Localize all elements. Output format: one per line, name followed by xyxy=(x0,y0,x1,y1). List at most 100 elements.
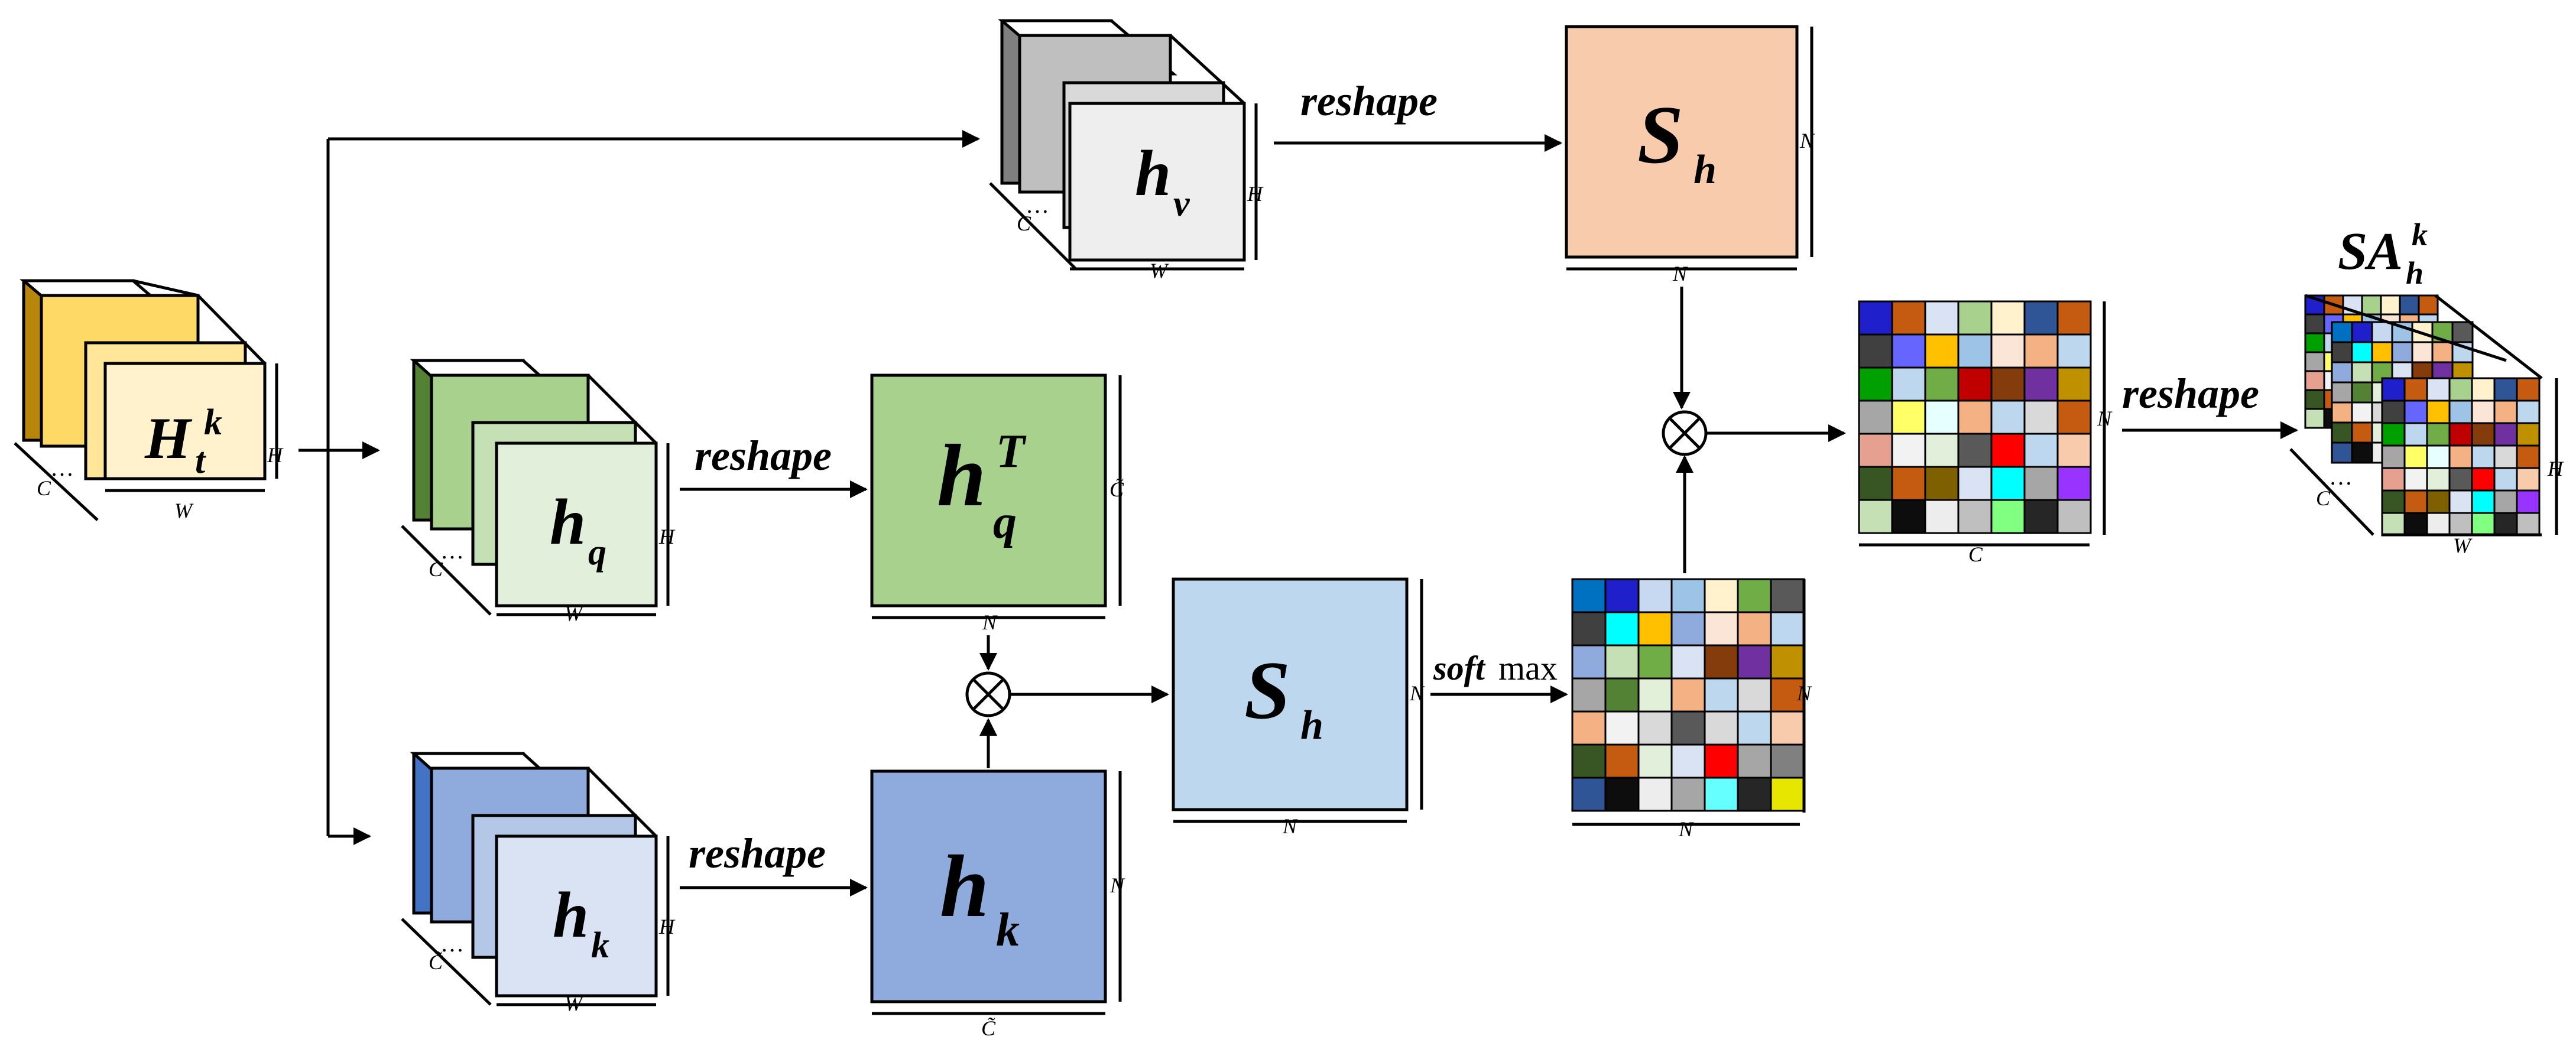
hv-dim-H: H xyxy=(1247,182,1264,206)
softmax-grid-cell xyxy=(1604,710,1640,746)
result-grid-cell xyxy=(2056,366,2092,402)
softmax-grid-cell xyxy=(1637,677,1673,713)
result-grid-cell xyxy=(1924,333,1959,369)
result-grid-cell xyxy=(1990,366,2026,402)
input-label-t: t xyxy=(195,441,206,481)
result-grid-cell xyxy=(1924,300,1959,336)
output-grid-front-cell xyxy=(2471,422,2496,447)
output-grid-front-cell xyxy=(2426,377,2451,402)
output-grid-front-cell xyxy=(2516,422,2541,447)
result-grid-cell xyxy=(2023,333,2059,369)
output-grid-mid-cell xyxy=(2331,361,2353,384)
hq-dim-C: C xyxy=(429,557,443,581)
result-grid-cell xyxy=(2023,433,2059,468)
softmax-grid-cell xyxy=(1571,777,1607,812)
output-grid-front-cell xyxy=(2426,399,2451,424)
result-grid-cell xyxy=(2056,300,2092,336)
result-grid-cell xyxy=(1990,499,2026,534)
output-grid-front-cell xyxy=(2426,422,2451,447)
result-grid-cell xyxy=(2056,433,2092,468)
output-grid-mid-cell xyxy=(2351,321,2373,343)
output-grid-front-cell xyxy=(2493,377,2518,402)
softmax-grid-cell xyxy=(1704,677,1739,713)
result-grid-cell xyxy=(1924,499,1959,534)
output-grid-mid-cell xyxy=(2331,421,2353,444)
output-grid-front-cell xyxy=(2381,444,2406,469)
softmax-grid-cell xyxy=(1637,644,1673,680)
hv-dots: … xyxy=(1026,191,1049,218)
result-grid-cell xyxy=(1858,333,1893,369)
result-grid-cell xyxy=(1891,499,1926,534)
softmax-dim-N-right: N xyxy=(1796,681,1812,705)
output-grid-front-cell xyxy=(2403,489,2428,514)
output-grid-front-cell xyxy=(2403,444,2428,469)
output-label-h: h xyxy=(2406,255,2423,291)
hk-label-k: k xyxy=(591,925,609,966)
output-grid-mid-cell xyxy=(2371,321,2393,343)
softmax-grid-cell xyxy=(1604,578,1640,613)
output-grid-mid-cell xyxy=(2351,421,2373,444)
input-dim-H: H xyxy=(267,443,284,467)
result-grid-cell xyxy=(1957,366,1993,402)
result-grid-cell xyxy=(2023,399,2059,435)
output-grid-front xyxy=(2381,377,2541,537)
softmax-grid-cell xyxy=(1770,578,1805,613)
reshape-label-q: reshape xyxy=(695,432,832,479)
output-grid-mid-cell xyxy=(2351,441,2373,464)
hq-label-h: h xyxy=(550,486,586,558)
result-grid-cell xyxy=(1990,300,2026,336)
output-grid-front-cell xyxy=(2448,444,2473,469)
hqT-dim-N: N xyxy=(982,610,998,634)
output-grid-front-cell xyxy=(2516,377,2541,402)
softmax-grid-cell xyxy=(1670,777,1706,812)
output-grid-front-cell xyxy=(2516,444,2541,469)
result-grid-cell xyxy=(1957,466,1993,501)
output-grid-front-cell xyxy=(2426,512,2451,537)
result-grid-cell xyxy=(1858,466,1893,501)
multiply-node-mid xyxy=(965,671,1011,717)
result-grid-cell xyxy=(2056,499,2092,534)
output-grid-mid-cell xyxy=(2451,321,2474,343)
output-grid-mid-cell xyxy=(2331,341,2353,363)
result-grid-cell xyxy=(1891,399,1926,435)
softmax-grid-cell xyxy=(1704,743,1739,779)
softmax-grid-cell xyxy=(1704,611,1739,647)
output-grid-front-cell xyxy=(2448,377,2473,402)
softmax-grid-cell xyxy=(1704,710,1739,746)
softmax-grid-cell xyxy=(1637,743,1673,779)
S-mid-matrix: S h N N xyxy=(1172,577,1425,838)
hv-label-h: h xyxy=(1135,137,1171,209)
result-grid-cell xyxy=(1990,433,2026,468)
result-grid xyxy=(1858,300,2092,534)
multiply-node-right xyxy=(1662,410,1708,456)
output-dim-W: W xyxy=(2453,534,2473,557)
softmax-grid-cell xyxy=(1571,710,1607,746)
output-grid-front-cell xyxy=(2516,512,2541,537)
output-grid-front-cell xyxy=(2448,512,2473,537)
S-mid-dim-N-bottom: N xyxy=(1282,814,1298,838)
output-grid-front-cell xyxy=(2493,489,2518,514)
result-grid-cell xyxy=(1957,499,1993,534)
output-tensor: SA h k H W C … xyxy=(2289,217,2564,557)
result-grid-cell xyxy=(1924,466,1959,501)
result-dim-C: C xyxy=(1968,543,1983,566)
hk-dim-C: C̃ xyxy=(429,950,443,974)
output-grid-front-cell xyxy=(2381,467,2406,492)
input-slice-front xyxy=(103,362,267,480)
softmax-grid-cell xyxy=(1670,611,1706,647)
output-grid-mid-cell xyxy=(2351,361,2373,384)
softmax-grid-cell xyxy=(1604,611,1640,647)
hk-mat-label-k: k xyxy=(996,904,1020,956)
softmax-grid-cell xyxy=(1737,743,1772,779)
output-grid-back-cell xyxy=(2304,370,2325,391)
softmax-grid-cell xyxy=(1704,777,1739,812)
result-grid-cell xyxy=(1891,433,1926,468)
output-grid-front-cell xyxy=(2381,489,2406,514)
hqT-dim-C: C̃ xyxy=(1109,477,1124,501)
result-grid-cell xyxy=(1957,399,1993,435)
softmax-grid xyxy=(1571,578,1805,812)
S-top-dim-N-right: N xyxy=(1799,129,1815,152)
result-grid-cell xyxy=(1924,433,1959,468)
hq-dots: … xyxy=(440,537,464,564)
output-dim-C: C xyxy=(2316,486,2331,510)
